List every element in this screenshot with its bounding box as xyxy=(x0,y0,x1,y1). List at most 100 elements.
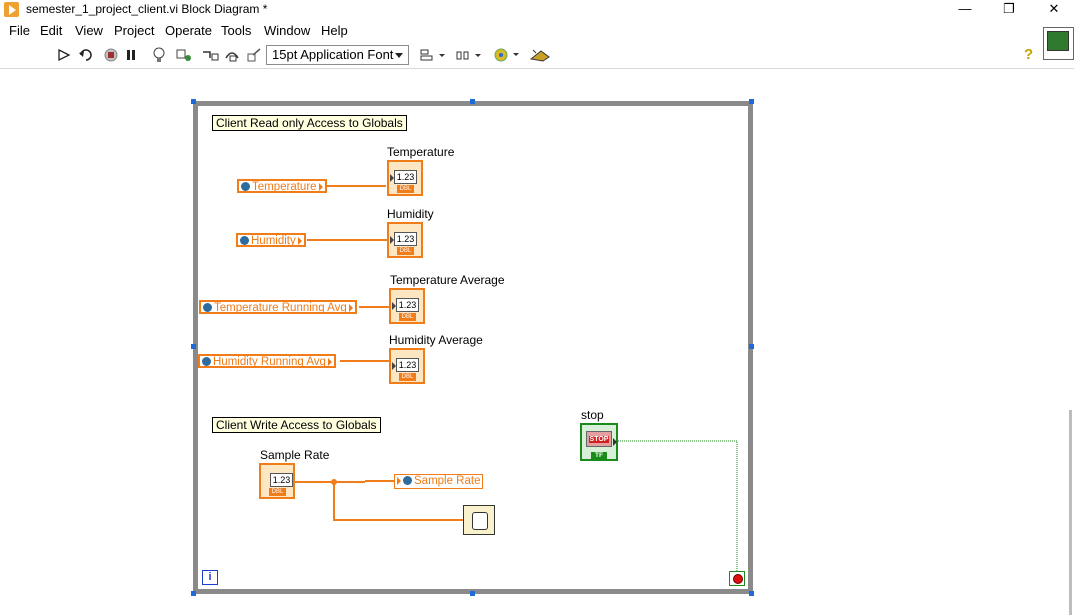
type-tag: DBL xyxy=(399,313,416,321)
run-arrow-icon[interactable] xyxy=(55,46,73,64)
wait-ms-function[interactable] xyxy=(463,505,495,535)
cleanup-diagram-icon[interactable] xyxy=(528,46,552,64)
numeric-display: 1.23 xyxy=(270,473,293,487)
wire-hum-avg[interactable] xyxy=(340,360,389,362)
boolean-type-tag: TF xyxy=(591,452,607,460)
minimize-button[interactable]: — xyxy=(958,1,972,16)
menu-window[interactable]: Window xyxy=(264,23,311,38)
pause-icon[interactable] xyxy=(123,46,139,64)
indicator-temperature[interactable]: 1.23 DBL xyxy=(387,160,423,196)
type-tag: DBL xyxy=(399,373,416,381)
global-sample-rate[interactable]: Sample Rate xyxy=(394,474,484,489)
sample-rate-control[interactable]: 1.23 DBL xyxy=(259,463,295,499)
resize-handle-tr[interactable] xyxy=(749,99,754,104)
wire-temperature[interactable] xyxy=(327,185,386,187)
menu-view[interactable]: View xyxy=(75,23,103,38)
font-select[interactable]: 15pt Application Font xyxy=(266,45,409,65)
align-objects-icon[interactable] xyxy=(418,46,446,64)
globe-icon xyxy=(241,182,250,191)
wait-clock-icon xyxy=(472,512,488,530)
menu-bar: File Edit View Project Operate Tools Win… xyxy=(0,20,1074,42)
resize-handle-bl[interactable] xyxy=(191,591,196,596)
indicator-hum-avg-label: Humidity Average xyxy=(389,333,483,347)
output-arrow-icon xyxy=(613,438,617,446)
maximize-button[interactable]: ❐ xyxy=(1003,1,1015,16)
highlight-execution-icon[interactable] xyxy=(150,46,168,64)
abort-icon[interactable] xyxy=(102,46,120,64)
title-bar: semester_1_project_client.vi Block Diagr… xyxy=(0,0,1074,20)
labview-app-icon xyxy=(4,2,19,17)
numeric-display: 1.23 xyxy=(396,358,419,372)
step-over-icon[interactable] xyxy=(223,46,243,64)
menu-edit[interactable]: Edit xyxy=(40,23,63,38)
read-section-label[interactable]: Client Read only Access to Globals xyxy=(212,115,407,131)
close-button[interactable]: ✕ xyxy=(1048,1,1060,16)
resize-handle-bm[interactable] xyxy=(470,591,475,596)
run-continuously-icon[interactable] xyxy=(77,46,95,64)
global-temp-running-avg[interactable]: Temperature Running Avg xyxy=(199,300,357,314)
wire-sample-rate-to-wait[interactable] xyxy=(333,519,463,521)
globe-icon xyxy=(203,303,212,312)
chevron-down-icon xyxy=(395,53,403,58)
global-hum-running-avg-label: Humidity Running Avg xyxy=(213,356,326,368)
write-section-label[interactable]: Client Write Access to Globals xyxy=(212,417,381,433)
global-temperature[interactable]: Temperature xyxy=(237,179,327,193)
input-arrow-icon xyxy=(390,174,394,182)
retain-wire-values-icon[interactable] xyxy=(175,46,193,64)
toolbar xyxy=(0,42,1074,69)
numeric-display: 1.23 xyxy=(394,170,417,184)
globe-icon xyxy=(240,236,249,245)
vi-icon-connector-pane[interactable] xyxy=(1043,27,1074,60)
global-humidity[interactable]: Humidity xyxy=(236,233,306,247)
wire-junction xyxy=(331,479,337,485)
input-arrow-icon xyxy=(392,302,396,310)
resize-handle-ml[interactable] xyxy=(191,344,196,349)
window-title: semester_1_project_client.vi Block Diagr… xyxy=(26,2,268,16)
global-temp-running-avg-label: Temperature Running Avg xyxy=(214,302,347,314)
indicator-temp-avg[interactable]: 1.23 DBL xyxy=(389,288,425,324)
distribute-objects-icon[interactable] xyxy=(454,46,482,64)
stop-button-control[interactable]: STOP TF xyxy=(580,423,618,461)
menu-operate[interactable]: Operate xyxy=(165,23,212,38)
menu-file[interactable]: File xyxy=(9,23,30,38)
numeric-display: 1.23 xyxy=(396,298,419,312)
indicator-humidity[interactable]: 1.23 DBL xyxy=(387,222,423,258)
resize-handle-tm[interactable] xyxy=(470,99,475,104)
vi-icon xyxy=(1047,31,1069,51)
step-into-icon[interactable] xyxy=(200,46,220,64)
output-arrow-icon xyxy=(348,304,353,312)
wire-humidity[interactable] xyxy=(307,239,387,241)
wire-stop[interactable] xyxy=(615,438,741,573)
global-hum-running-avg[interactable]: Humidity Running Avg xyxy=(198,354,336,368)
wire-sample-rate-to-global[interactable] xyxy=(365,480,395,482)
type-tag: DBL xyxy=(397,185,414,193)
iteration-terminal[interactable]: i xyxy=(202,570,218,585)
loop-condition-terminal[interactable] xyxy=(729,571,745,586)
indicator-hum-avg[interactable]: 1.23 DBL xyxy=(389,348,425,384)
vertical-scrollbar[interactable] xyxy=(1069,410,1072,615)
reorder-icon[interactable] xyxy=(492,46,520,64)
wire-sample-rate-out[interactable] xyxy=(295,481,365,483)
menu-project[interactable]: Project xyxy=(114,23,155,38)
wire-temp-avg[interactable] xyxy=(359,306,389,308)
step-out-icon[interactable] xyxy=(246,46,264,64)
indicator-humidity-label: Humidity xyxy=(387,207,434,221)
wire-sample-rate-branch[interactable] xyxy=(333,481,335,520)
sample-rate-control-label: Sample Rate xyxy=(260,448,330,462)
stop-control-label: stop xyxy=(581,408,604,422)
menu-tools[interactable]: Tools xyxy=(221,23,252,38)
output-arrow-icon xyxy=(318,183,323,191)
global-humidity-label: Humidity xyxy=(251,235,296,247)
resize-handle-tl[interactable] xyxy=(191,99,196,104)
context-help-button[interactable]: ? xyxy=(1024,46,1034,63)
globe-icon xyxy=(202,357,211,366)
resize-handle-mr[interactable] xyxy=(749,344,754,349)
resize-handle-br[interactable] xyxy=(749,591,754,596)
global-temperature-label: Temperature xyxy=(252,181,317,193)
type-tag: DBL xyxy=(269,488,286,496)
font-select-value: 15pt Application Font xyxy=(272,47,394,62)
type-tag: DBL xyxy=(397,247,414,255)
indicator-temperature-label: Temperature xyxy=(387,145,455,159)
global-sample-rate-label: Sample Rate xyxy=(414,475,481,487)
menu-help[interactable]: Help xyxy=(321,23,348,38)
